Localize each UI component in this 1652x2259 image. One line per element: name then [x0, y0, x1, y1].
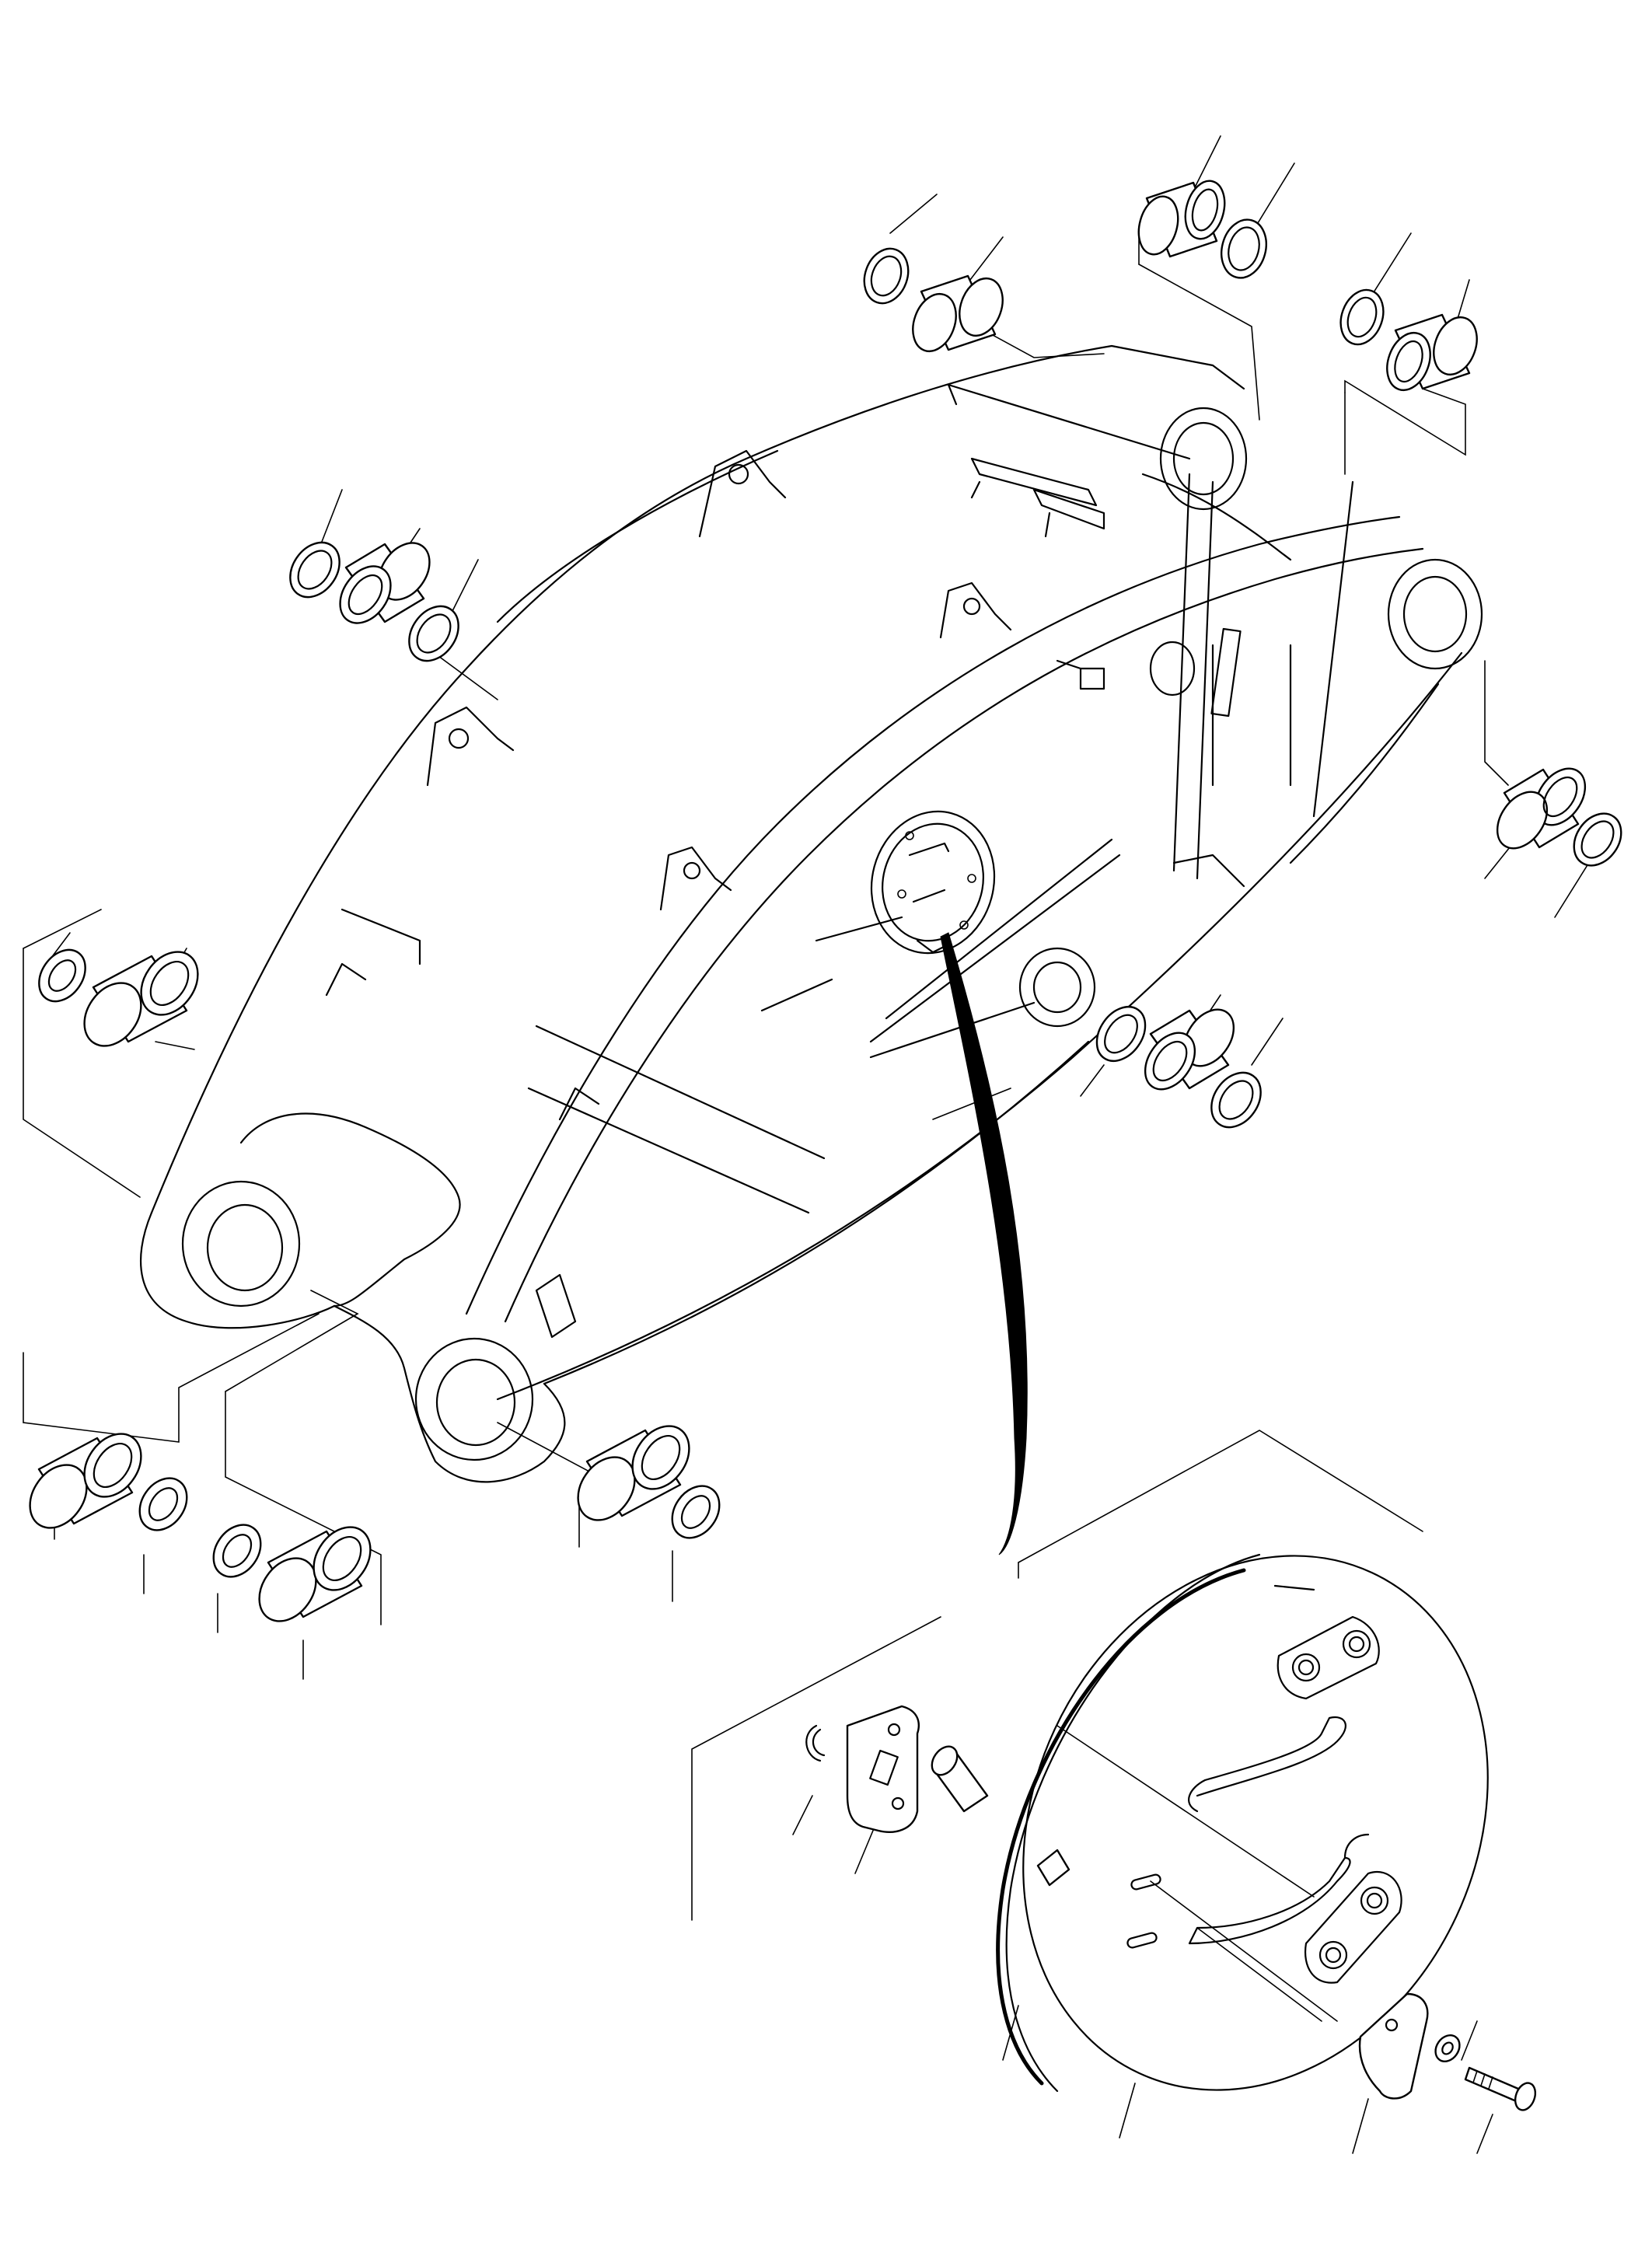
bushings-right: [1496, 767, 1622, 867]
bushings-top: [863, 180, 1478, 391]
access-cover-detail: [996, 1553, 1489, 2093]
boom-frame: [139, 344, 1463, 1483]
bushings-upper-left: [289, 541, 459, 662]
bushings-left: [38, 948, 199, 1047]
bushings-bottom-center: [577, 1425, 721, 1539]
cover-hardware: [805, 1705, 1537, 2111]
detail-callout-line: [940, 932, 1028, 1555]
bushings-middle: [1095, 1006, 1262, 1129]
access-cover-small: [870, 810, 996, 955]
boom-brackets: [325, 449, 1242, 1339]
leader-lines: [23, 135, 1594, 2154]
boom-pivot-holes: [181, 407, 1483, 1461]
bushings-bottom-left: [29, 1433, 372, 1622]
